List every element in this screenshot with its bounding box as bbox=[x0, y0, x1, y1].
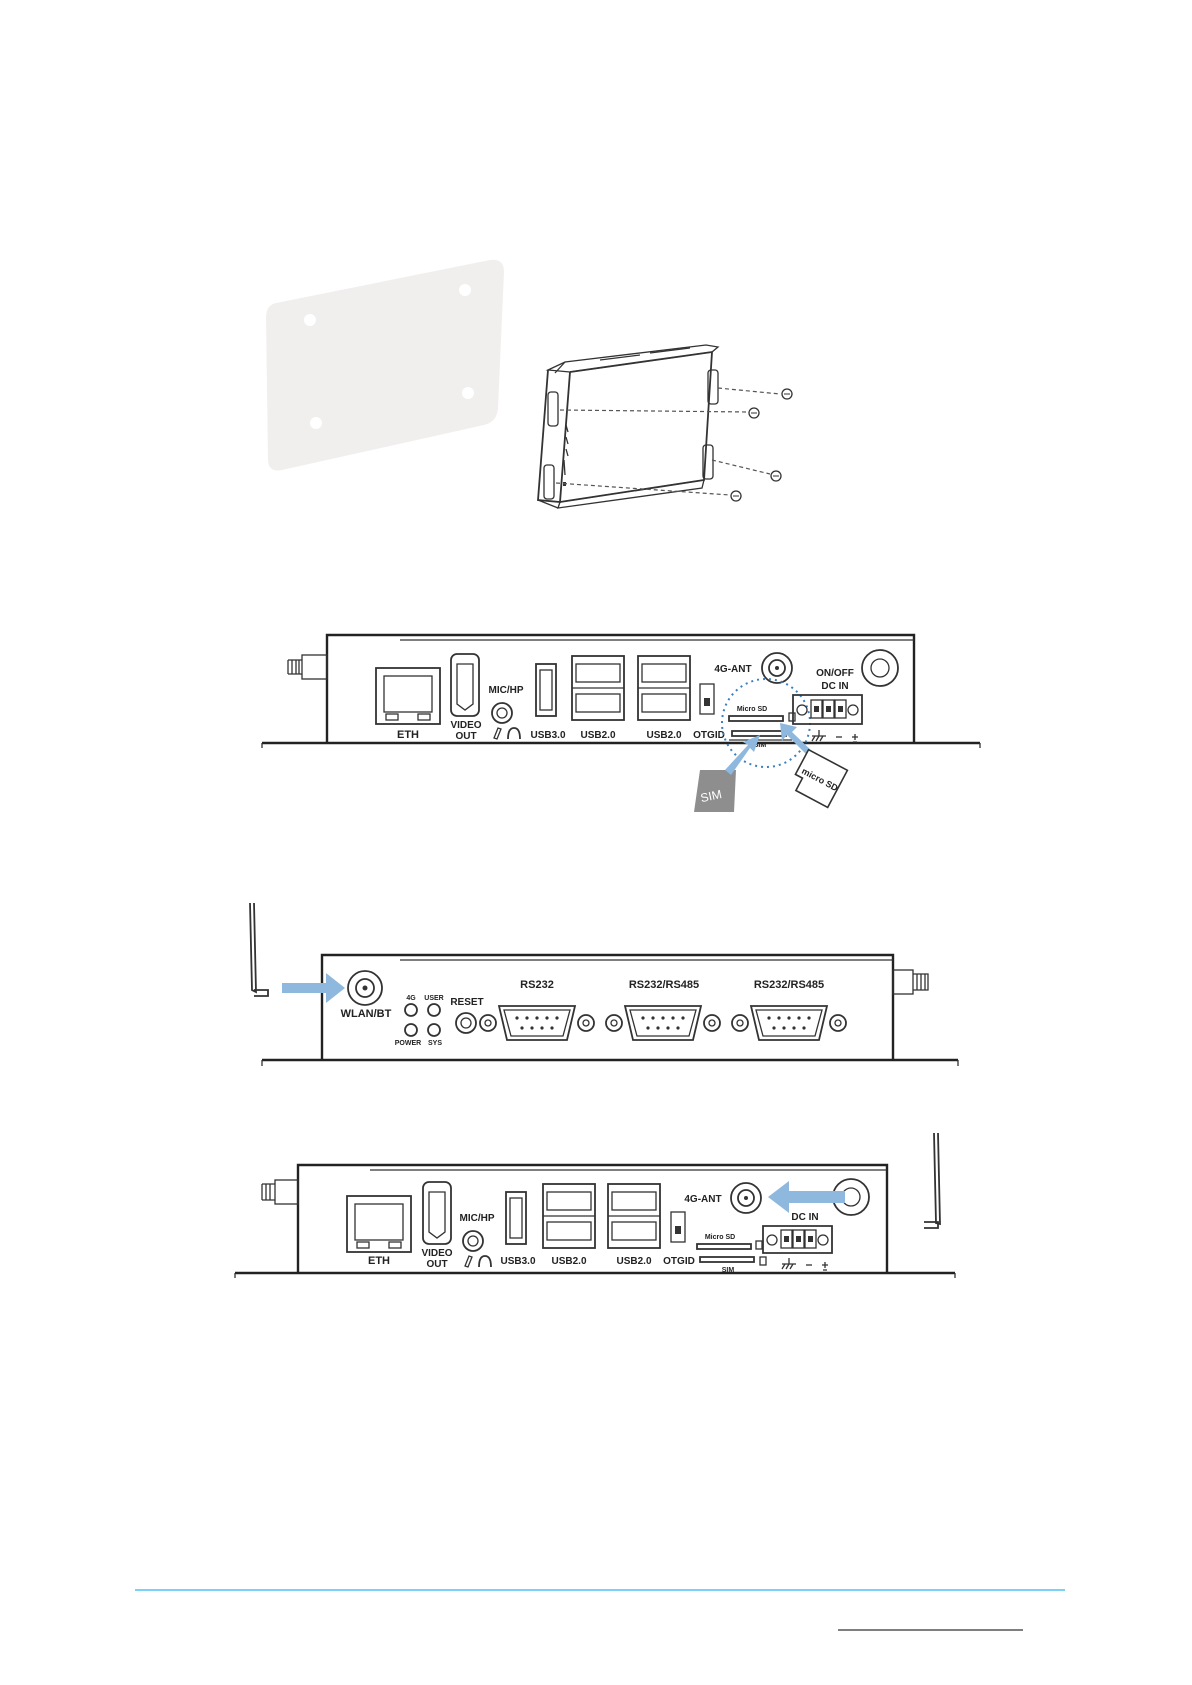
eth-label-2: ETH bbox=[368, 1255, 390, 1267]
rs232-485-b-label: RS232/RS485 bbox=[754, 979, 824, 991]
video-out-port: VIDEO OUT bbox=[450, 654, 481, 742]
headphone-icon-2 bbox=[479, 1256, 491, 1267]
rs232-port: RS232 bbox=[480, 979, 594, 1040]
plate-hole-tl bbox=[304, 314, 316, 326]
mic-icon-2 bbox=[465, 1256, 472, 1267]
dcin-label: DC IN bbox=[821, 681, 848, 692]
wlan-antenna bbox=[250, 903, 268, 996]
ant4g-label-2: 4G-ANT bbox=[684, 1194, 721, 1205]
headphone-icon bbox=[508, 728, 520, 739]
rs232-rs485-port-a: RS232/RS485 bbox=[606, 979, 720, 1040]
otgid-label-2: OTGID bbox=[663, 1256, 695, 1267]
wlan-insert-arrow bbox=[282, 973, 345, 1003]
card-slots-2: Micro SD SIM bbox=[697, 1234, 766, 1274]
led-power-label: POWER bbox=[395, 1040, 421, 1047]
side-antenna-connector-2 bbox=[262, 1180, 298, 1204]
dc-in-terminal: ON/OFF DC IN bbox=[793, 668, 862, 742]
figure-rear-panel-wlan: WLAN/BT 4G USER POWER SYS RESET RS232 bbox=[250, 903, 958, 1066]
figure-front-panel-cards: ETH VIDEO OUT MIC/HP USB3.0 bbox=[262, 635, 980, 812]
otgid-switch-2: OTGID bbox=[663, 1212, 695, 1267]
video-out-2-label-2: OUT bbox=[426, 1259, 447, 1270]
usb20-a-label: USB2.0 bbox=[580, 730, 615, 741]
video-out-port-2: VIDEO OUT bbox=[421, 1182, 452, 1270]
usb20-b-label: USB2.0 bbox=[646, 730, 681, 741]
sim-slot-label-2: SIM bbox=[722, 1267, 735, 1274]
mic-hp-label-2: MIC/HP bbox=[460, 1213, 495, 1224]
otgid-switch: OTGID bbox=[693, 684, 725, 741]
plate-hole-tr bbox=[459, 284, 471, 296]
usb20-port-b: USB2.0 bbox=[638, 656, 690, 741]
ant4g-insert-arrow bbox=[768, 1181, 845, 1213]
plate-hole-br bbox=[462, 387, 474, 399]
usb20-port-2b: USB2.0 bbox=[608, 1184, 660, 1267]
usb20-port-2a: USB2.0 bbox=[543, 1184, 595, 1267]
ant4g-connector: 4G-ANT bbox=[714, 653, 792, 683]
screw-4 bbox=[731, 491, 741, 501]
screw-3 bbox=[771, 471, 781, 481]
usb20-port-a: USB2.0 bbox=[572, 656, 624, 741]
card-slot-area: Micro SD SIM bbox=[722, 679, 810, 767]
ant4g-connector-2: 4G-ANT bbox=[684, 1183, 761, 1213]
rs232-label: RS232 bbox=[520, 979, 554, 991]
dc-in-terminal-2: DC IN bbox=[763, 1212, 832, 1270]
status-leds: 4G USER POWER SYS bbox=[395, 995, 444, 1047]
reset-button: RESET bbox=[450, 997, 483, 1033]
wlan-bt-connector: WLAN/BT bbox=[341, 971, 392, 1020]
wlan-bt-label: WLAN/BT bbox=[341, 1008, 392, 1020]
video-out-label-1: VIDEO bbox=[450, 720, 481, 731]
ground-icon-2 bbox=[782, 1258, 796, 1269]
otgid-label: OTGID bbox=[693, 730, 725, 741]
led-sys-label: SYS bbox=[428, 1040, 442, 1047]
led-user-label: USER bbox=[424, 995, 443, 1002]
microsd-slot-label: Micro SD bbox=[737, 706, 767, 713]
led-4g-label: 4G bbox=[406, 995, 416, 1002]
usb30-port-2: USB3.0 bbox=[500, 1192, 535, 1267]
usb20-2a-label: USB2.0 bbox=[551, 1256, 586, 1267]
plus-icon bbox=[852, 734, 858, 742]
side-antenna-connector bbox=[288, 655, 327, 679]
mic-icon bbox=[494, 728, 501, 739]
figure-front-panel-4g: ETH VIDEO OUT MIC/HP USB3.0 USB2.0 bbox=[235, 1133, 955, 1278]
rs232-485-a-label: RS232/RS485 bbox=[629, 979, 699, 991]
mic-hp-port-2: MIC/HP bbox=[460, 1213, 495, 1267]
usb30-label: USB3.0 bbox=[530, 730, 565, 741]
video-out-label-2: OUT bbox=[455, 731, 476, 742]
mic-hp-label: MIC/HP bbox=[489, 685, 524, 696]
highlight-circle bbox=[722, 679, 810, 767]
sim-insert-arrow bbox=[725, 735, 760, 775]
eth-port-2: ETH bbox=[347, 1196, 411, 1267]
device-box-perspective bbox=[538, 345, 792, 508]
plate-hole-bl bbox=[310, 417, 322, 429]
power-button bbox=[862, 650, 898, 686]
screw-1 bbox=[782, 389, 792, 399]
ant4g-antenna bbox=[924, 1133, 940, 1228]
rs232-rs485-port-b: RS232/RS485 bbox=[732, 979, 846, 1040]
sim-card-insert: SIM bbox=[694, 735, 760, 812]
microsd-slot-label-2: Micro SD bbox=[705, 1234, 735, 1241]
side-antenna-connector-rear bbox=[893, 970, 928, 994]
plus-icon-2 bbox=[822, 1262, 828, 1270]
dcin-label-2: DC IN bbox=[791, 1212, 818, 1223]
reset-label: RESET bbox=[450, 997, 483, 1008]
usb30-label-2: USB3.0 bbox=[500, 1256, 535, 1267]
screw-2 bbox=[749, 408, 759, 418]
eth-port: ETH bbox=[376, 668, 440, 741]
eth-label: ETH bbox=[397, 729, 419, 741]
ant4g-label: 4G-ANT bbox=[714, 664, 751, 675]
onoff-label: ON/OFF bbox=[816, 668, 854, 679]
usb30-port: USB3.0 bbox=[530, 664, 565, 741]
video-out-2-label-1: VIDEO bbox=[421, 1248, 452, 1259]
mic-hp-port: MIC/HP bbox=[489, 685, 524, 739]
usb20-2b-label: USB2.0 bbox=[616, 1256, 651, 1267]
ground-icon bbox=[812, 730, 826, 741]
figure-wall-mount bbox=[266, 260, 792, 508]
